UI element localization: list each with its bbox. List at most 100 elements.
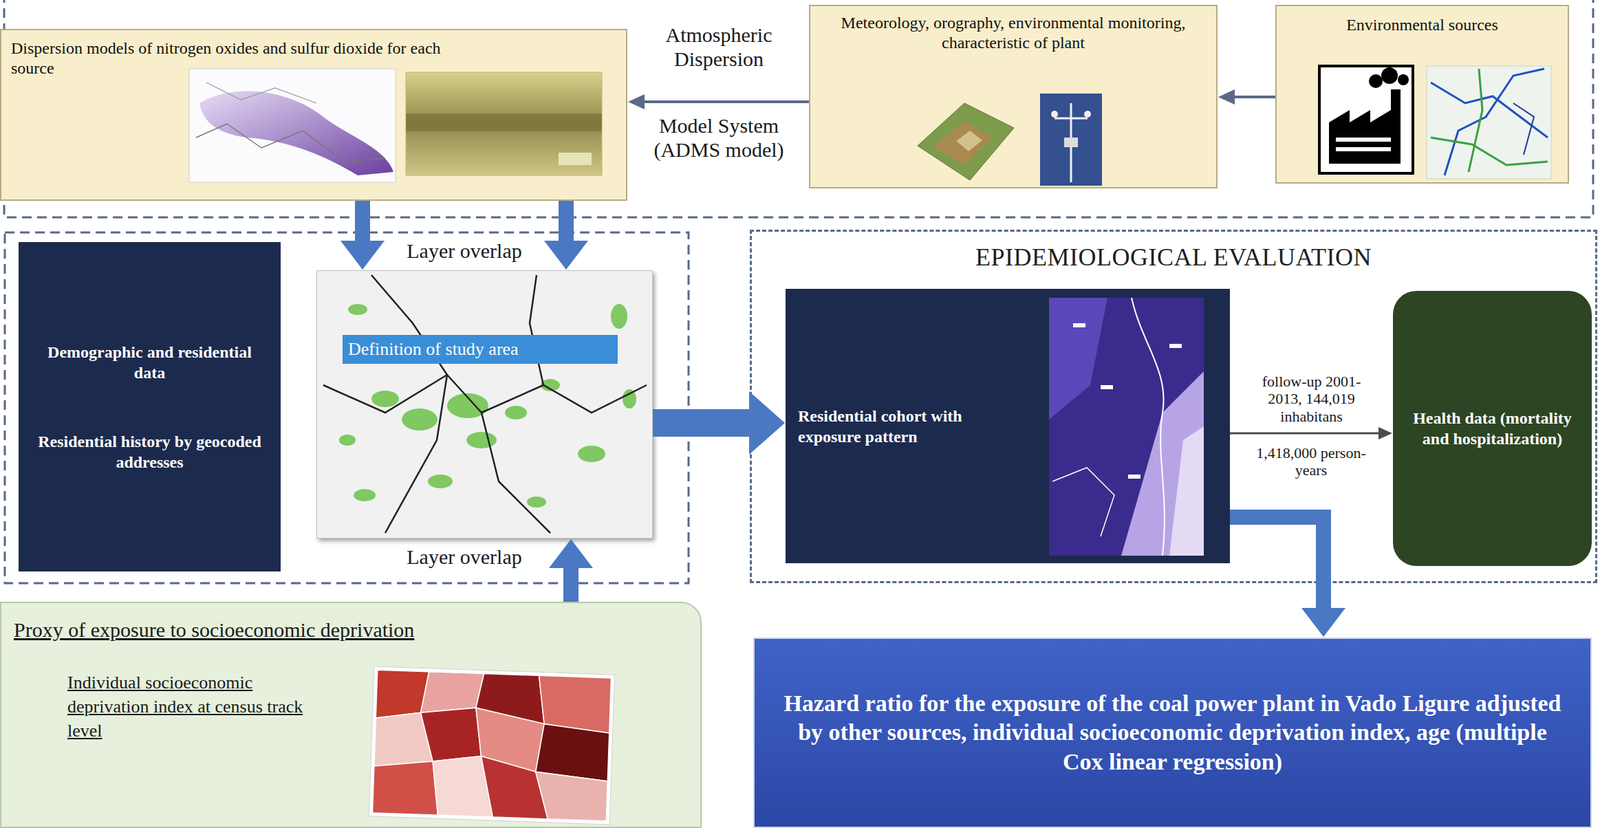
flow-arrow [563,567,579,602]
flow-arrow [643,100,809,104]
annotation-text: Layer overlap [395,545,534,570]
study-area-map [371,390,399,408]
study-area-map [401,408,438,431]
factory-icon [1335,137,1391,142]
study-area-map [371,275,448,534]
study-area-map [526,496,547,508]
flow-arrow [1229,432,1380,435]
dispersion-map [196,123,386,162]
factory-icon [1381,67,1398,84]
study-area-map [427,474,453,489]
study-area-map [353,489,376,502]
dispersion-map [206,82,317,104]
box-heading: EPIDEMIOLOGICAL EVALUATION [975,242,1372,272]
factory-icon [1319,66,1413,174]
cohort-exposure-map [1073,323,1182,479]
annotation-text: Atmospheric Dispersion [636,23,802,71]
road-network [1426,66,1552,179]
road-network [1444,68,1545,176]
flow-arrow [354,200,371,242]
weather-station [1051,110,1058,118]
road-network [1426,66,1552,179]
box-heading: Environmental sources [1346,15,1499,35]
dispersion-map [189,68,396,183]
factory-icon [1397,74,1409,86]
cohort-exposure-map [1073,323,1086,328]
factory-icon [1319,66,1413,174]
dispersion-map [189,68,396,183]
deprivation-choropleth [368,666,615,825]
annotation-text: Layer overlap [395,239,534,264]
weather-station [1054,117,1088,120]
dispersion-map [405,72,602,176]
box-heading: Health data (mortality and hospitalizati… [1408,407,1577,450]
road-network [1468,68,1483,172]
road-network [1430,137,1548,166]
cohort-exposure-map [1128,474,1141,479]
box-heading: Residential cohort with exposure pattern [797,405,1019,448]
box-heading: Demographic and residential data [36,341,263,384]
box-heading: Meteorology, orography, environmental mo… [819,13,1207,53]
study-area-map [323,275,647,534]
weather-station [1040,93,1102,186]
flow-arrow [1234,95,1276,99]
cohort-exposure-map [1131,297,1165,556]
deprivation-choropleth [372,669,611,822]
road-network [1513,103,1534,155]
factory-icon [1335,147,1391,152]
data-box: Demographic and residential dataResident… [18,242,281,572]
annotation-text: 1,418,000 person-years [1249,444,1374,480]
dispersion-map [405,113,602,132]
box-heading: Hazard ratio for the exposure of the coa… [775,689,1570,778]
study-area-map [481,385,647,413]
flow-arrow [652,409,750,437]
box-body: Individual socioeconomic deprivation ind… [67,670,322,743]
cohort-exposure-map [1169,426,1204,556]
flow-arrow [558,200,574,242]
factory-icon [1368,74,1383,89]
study-area-map [610,304,628,329]
dispersion-map [558,152,592,166]
study-area-map [348,304,368,316]
weather-station [1064,137,1078,148]
box-heading: Definition of study area [342,334,618,364]
terrain-model [956,130,983,152]
cohort-exposure-map [1121,371,1204,556]
study-area-map [577,445,606,463]
dashed-frame [4,232,689,584]
study-area-map [504,405,527,420]
box-heading: Proxy of exposure to socioeconomic depri… [13,618,415,642]
weather-station [1040,93,1102,186]
study-area-map [323,275,647,534]
cohort-exposure-map [1100,385,1113,390]
deprivation-choropleth [533,771,608,822]
cohort-exposure-map [1169,343,1182,349]
cohort-exposure-map [1049,297,1204,556]
cohort-exposure-map [1052,467,1115,537]
deprivation-choropleth [418,705,483,763]
result-box: Hazard ratio for the exposure of the coa… [753,637,1592,828]
study-area-map [323,374,448,413]
cohort-exposure-map [1049,297,1108,420]
box-heading: Dispersion models of nitrogen oxides and… [11,38,459,79]
annotation-text: Model System (ADMS model) [636,114,802,162]
study-area-map [339,434,356,446]
deprivation-choropleth [368,666,615,825]
dispersion-map [405,72,602,176]
terrain-model [917,103,1014,181]
deprivation-choropleth [372,759,440,816]
terrain-model [917,103,1014,181]
dashed-frame [4,0,1594,584]
study-area-map [466,431,497,449]
flow-arrow [1229,517,1324,609]
weather-station [1084,110,1091,118]
factory-icon [1328,89,1401,164]
terrain-model [932,121,994,166]
edge-label: follow-up 2001-2013, 144,019 inhabitans [1249,372,1374,426]
study-area-map [529,275,544,386]
cohort-exposure-map [1049,297,1204,556]
study-area-map [339,304,637,508]
box-body: Residential history by geocoded addresse… [36,431,263,473]
study-area-map [447,374,551,534]
input-box: Meteorology, orography, environmental mo… [808,4,1218,189]
